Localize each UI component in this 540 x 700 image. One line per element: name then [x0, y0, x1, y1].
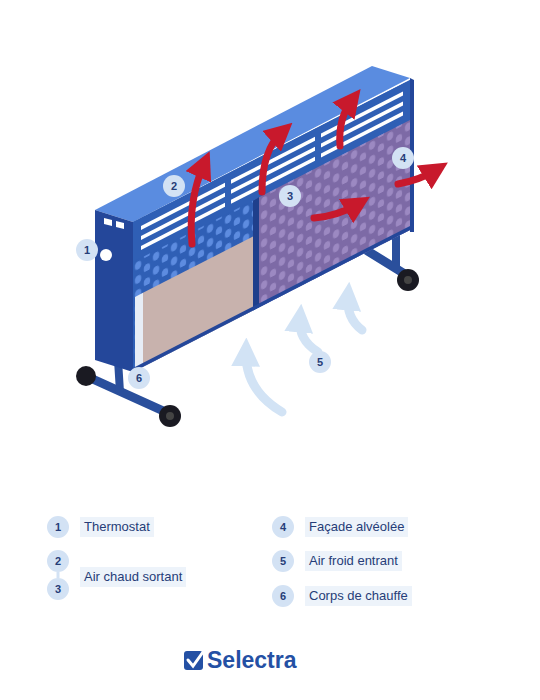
callout-number: 3: [279, 185, 301, 207]
legend-text: Corps de chauffe: [305, 586, 412, 606]
logo-icon: [184, 651, 203, 670]
thermostat-knob: [100, 249, 112, 261]
callout-number: 2: [47, 550, 69, 572]
callout-number: 5: [309, 351, 331, 373]
brand-logo: Selectra: [207, 647, 297, 673]
radiator-side-panel: [95, 210, 133, 372]
callout-number: 6: [272, 585, 294, 607]
legend-text: Air chaud sortant: [80, 567, 186, 587]
callout-number: 5: [272, 550, 294, 572]
legend-text: Thermostat: [80, 517, 154, 537]
honeycomb-facade: [259, 120, 410, 307]
legend-text: Façade alvéolée: [305, 517, 408, 537]
callout-number: 4: [392, 147, 414, 169]
cold-air-arrows: [246, 296, 362, 412]
callout-number: 6: [128, 367, 150, 389]
heating-element: [143, 236, 253, 366]
callout-number: 3: [47, 578, 69, 600]
hot-air-arrows: [191, 100, 436, 244]
legend-text: Air froid entrant: [305, 551, 402, 571]
callout-number: 2: [163, 175, 185, 197]
callout-number: 4: [272, 516, 294, 538]
callout-number: 1: [76, 239, 98, 261]
callout-number: 1: [47, 516, 69, 538]
radiator-front: [133, 80, 410, 372]
